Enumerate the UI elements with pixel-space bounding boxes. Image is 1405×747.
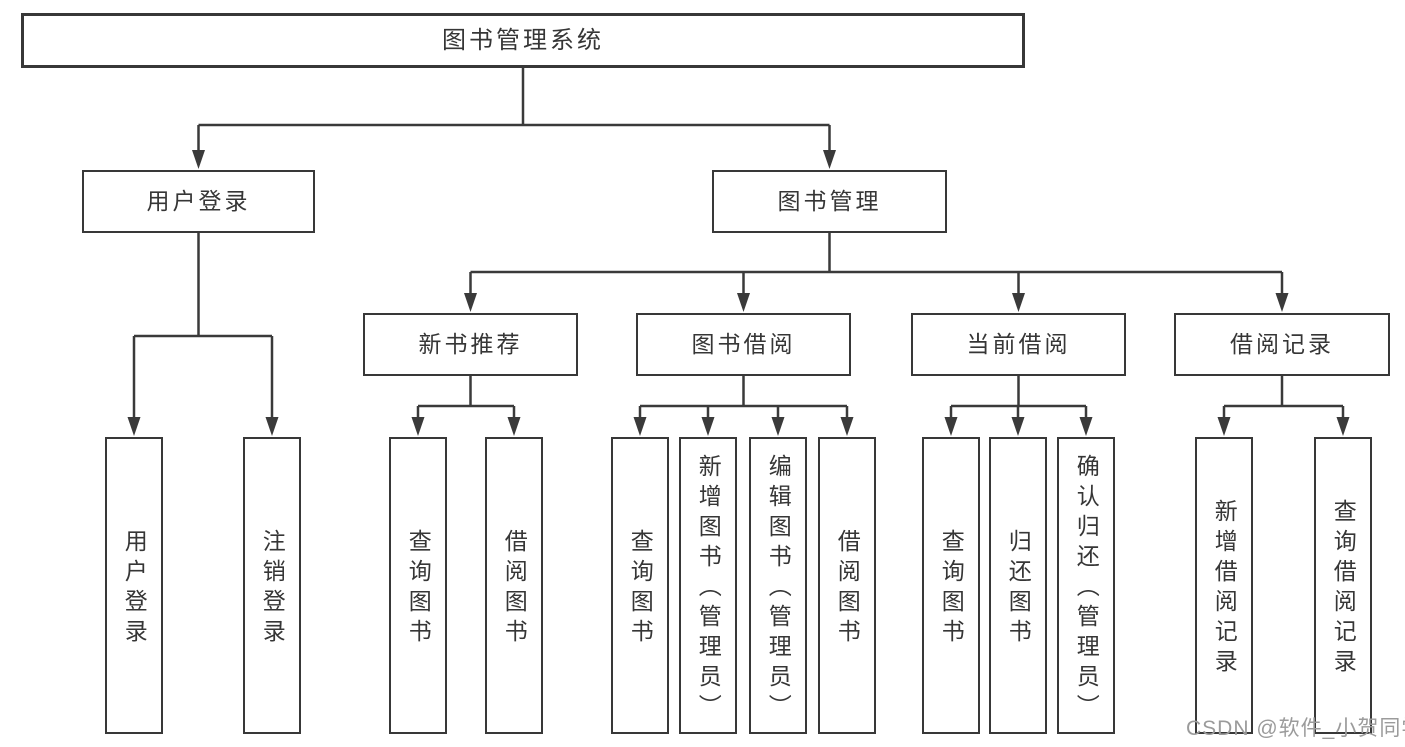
node-label: 借阅图书 [834,529,861,649]
node-label: 新增借阅记录 [1211,499,1238,679]
node-label: 查询图书 [938,529,965,649]
arrow-down-icon [507,417,521,436]
arrow-down-icon [127,417,141,436]
node-borrowing-records: 借阅记录 [1174,313,1390,376]
node-current-borrowing: 当前借阅 [911,313,1126,376]
arrow-down-icon [840,417,854,436]
arrow-down-icon [1012,293,1025,312]
node-new-book-recommendation: 新书推荐 [363,313,578,376]
node-book-borrowing: 图书借阅 [636,313,851,376]
arrow-down-icon [1079,417,1093,436]
arrow-down-icon [944,417,958,436]
node-root-system: 图书管理系统 [21,13,1025,68]
arrow-down-icon [1275,293,1289,312]
node-book-management: 图书管理 [712,170,947,233]
node-label: 图书借阅 [691,331,796,357]
leaf-borrow-books-borrowing: 借阅图书 [818,437,876,734]
arrow-down-icon [265,417,279,436]
leaf-user-login: 用户登录 [105,437,163,734]
leaf-logout-login: 注销登录 [243,437,301,734]
arrow-down-icon [701,417,715,436]
arrow-down-icon [737,293,750,312]
arrow-down-icon [1217,417,1231,436]
leaf-borrow-books-recommend: 借阅图书 [485,437,543,734]
leaf-query-books-current: 查询图书 [922,437,980,734]
arrow-down-icon [633,417,647,436]
leaf-query-books-recommend: 查询图书 [389,437,447,734]
leaf-add-borrow-record: 新增借阅记录 [1195,437,1253,734]
node-user-login: 用户登录 [82,170,315,233]
csdn-watermark: CSDN @软件_小贺同学 [1186,717,1405,740]
node-label: 查询借阅记录 [1330,499,1357,679]
node-label: 查询图书 [405,529,432,649]
node-label: 当前借阅 [966,331,1071,357]
connector-path [132,68,1345,419]
leaf-query-borrow-record: 查询借阅记录 [1314,437,1372,734]
node-label: 归还图书 [1005,529,1032,649]
arrow-down-icon [1011,417,1025,436]
arrow-down-icon [411,417,425,436]
node-label: 图书管理 [777,188,882,214]
arrow-down-icon [823,150,836,169]
node-label: 借阅图书 [501,529,528,649]
node-label: 用户登录 [146,188,251,214]
leaf-add-book-admin: 新增图书（管理员） [679,437,737,734]
leaf-edit-book-admin: 编辑图书（管理员） [749,437,807,734]
leaf-return-book: 归还图书 [989,437,1047,734]
node-label: 借阅记录 [1230,331,1334,357]
arrow-down-icon [464,293,477,312]
node-label: 新增图书（管理员） [695,454,722,724]
leaf-confirm-return-admin: 确认归还（管理员） [1057,437,1115,734]
node-label: 注销登录 [259,529,286,649]
node-label: 确认归还（管理员） [1073,454,1100,724]
arrow-down-icon [192,150,205,169]
node-label: 图书管理系统 [442,26,604,54]
node-label: 查询图书 [627,529,654,649]
node-label: 用户登录 [121,529,148,649]
node-label: 编辑图书（管理员） [765,454,792,724]
arrow-down-icon [771,417,785,436]
node-label: 新书推荐 [418,331,523,357]
arrow-down-icon [1336,417,1350,436]
leaf-query-books-borrowing: 查询图书 [611,437,669,734]
